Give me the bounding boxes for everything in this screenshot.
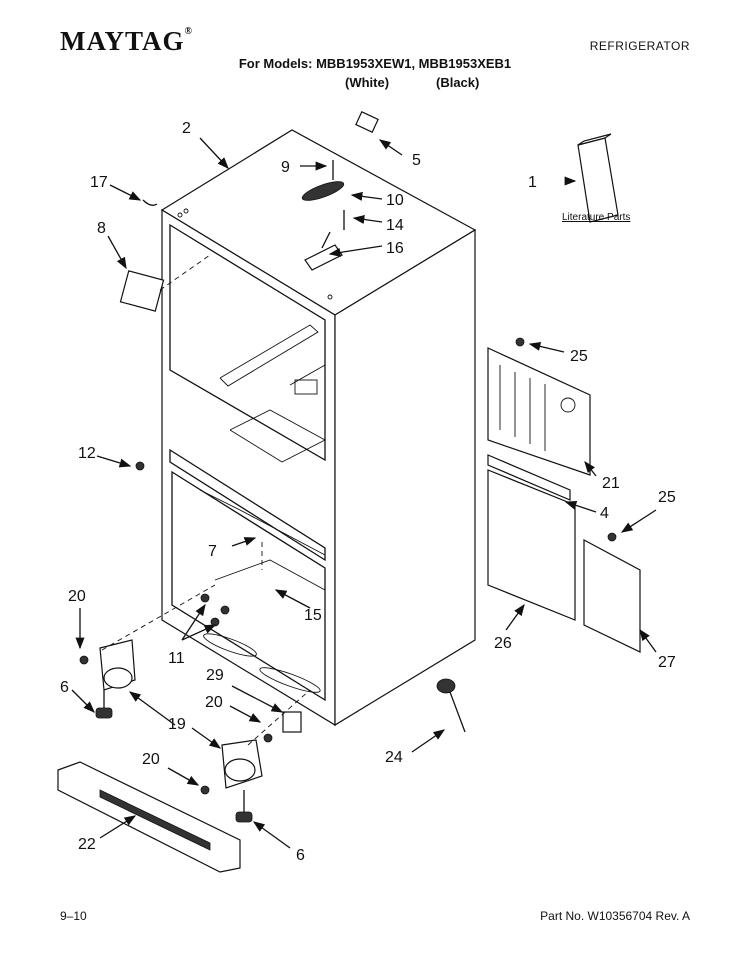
- callout-17: 17: [90, 174, 108, 191]
- refrigerator-cabinet: [160, 129, 477, 727]
- machine-compartment-cover: [487, 347, 591, 476]
- callout-1: 1: [528, 174, 537, 191]
- variant-white-label: (White): [345, 75, 390, 90]
- callout-29: 29: [206, 667, 224, 684]
- callout-6-front: 6: [60, 679, 69, 696]
- callout-12: 12: [78, 445, 96, 462]
- tubing-part: [142, 199, 158, 206]
- part-number: Part No. W10356704 Rev. A: [540, 909, 690, 923]
- callout-14: 14: [386, 217, 404, 234]
- page-number: 9–10: [60, 909, 87, 923]
- callout-21: 21: [602, 475, 620, 492]
- callout-9: 9: [281, 159, 290, 176]
- callout-26: 26: [494, 635, 512, 652]
- screws: [79, 337, 617, 795]
- callout-20-middle: 20: [205, 694, 223, 711]
- callout-25-top: 25: [570, 348, 588, 365]
- variant-black-label: (Black): [436, 75, 480, 90]
- callout-2: 2: [182, 120, 191, 137]
- callout-5: 5: [412, 152, 421, 169]
- callout-6-rear: 6: [296, 847, 305, 864]
- literature-parts-label: Literature Parts: [562, 212, 630, 223]
- callout-22: 22: [78, 836, 96, 853]
- callout-19: 19: [168, 716, 186, 733]
- literature-booklet: [577, 133, 619, 223]
- models-line: For Models: MBB1953XEW1, MBB1953XEB1: [238, 56, 512, 71]
- base-grille: [57, 761, 241, 873]
- brand-logo: MAYTAG®: [60, 26, 193, 56]
- callout-7: 7: [208, 543, 217, 560]
- callout-25-right: 25: [658, 489, 676, 506]
- callout-24: 24: [385, 749, 403, 766]
- callout-20-left: 20: [68, 588, 86, 605]
- temperature-control: [119, 270, 165, 312]
- bracket-part: [282, 711, 302, 733]
- back-panel: [487, 469, 576, 621]
- callout-10: 10: [386, 192, 404, 209]
- callout-4: 4: [600, 505, 609, 522]
- callout-15: 15: [304, 607, 322, 624]
- callout-11: 11: [168, 650, 185, 667]
- callout-16: 16: [386, 240, 404, 257]
- product-category: REFRIGERATOR: [589, 39, 690, 53]
- callout-27: 27: [658, 654, 676, 671]
- callout-8: 8: [97, 220, 106, 237]
- front-roller-assembly: [95, 639, 136, 719]
- callout-20-bottom: 20: [142, 751, 160, 768]
- access-panel: [583, 538, 641, 653]
- control-tool: [436, 678, 466, 733]
- seal-strip: [487, 454, 571, 501]
- hinge-cover-cap: [355, 111, 379, 133]
- rear-roller-assembly: [221, 739, 263, 823]
